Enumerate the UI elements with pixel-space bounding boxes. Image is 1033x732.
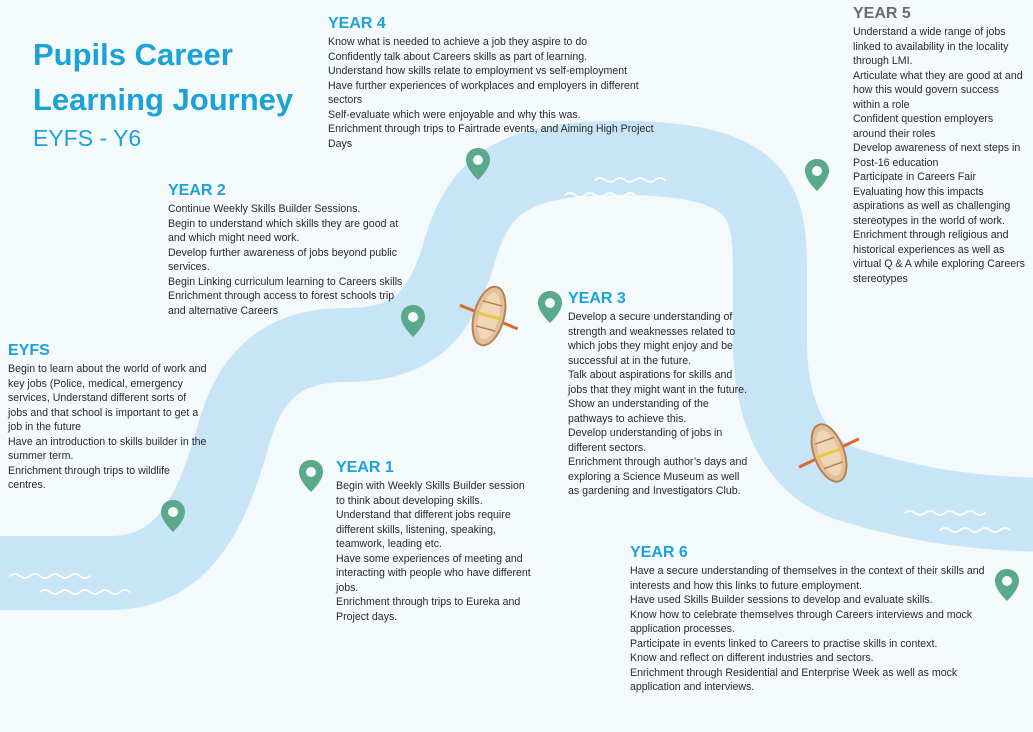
stage-year-1: YEAR 1 Begin with Weekly Skills Builder … — [336, 459, 532, 624]
stage-year-6: YEAR 6 Have a secure understanding of th… — [630, 544, 1000, 695]
stage-item: Confident question employers around thei… — [853, 113, 994, 140]
rowing-boat-icon — [798, 423, 860, 483]
map-pin-icon — [299, 460, 323, 492]
stage-item: Know how to celebrate themselves through… — [630, 608, 973, 636]
stage-title: EYFS — [8, 342, 50, 359]
stage-list: Begin to learn about the world of work a… — [8, 362, 208, 493]
map-pin-icon — [805, 159, 829, 191]
stage-item: Enrichment through Residential and Enter… — [630, 666, 958, 694]
stage-item: Develop further awareness of jobs beyond… — [168, 246, 398, 274]
stage-year-2: YEAR 2 Continue Weekly Skills Builder Se… — [168, 182, 408, 318]
stage-item: Confidently talk about Careers skills as… — [328, 50, 588, 63]
page-title: Pupils Career Learning Journey — [33, 32, 293, 122]
stage-item: Participate in Careers Fair — [853, 171, 977, 183]
stage-item: Have further experiences of workplaces a… — [328, 79, 639, 107]
stage-list: Develop a secure understanding of streng… — [568, 310, 753, 499]
wave — [594, 177, 666, 183]
stage-item: Evaluating how this impacts aspirations … — [853, 185, 1011, 227]
wave — [564, 192, 636, 198]
map-pin-icon — [538, 291, 562, 323]
stage-item: Develop awareness of next steps in Post-… — [853, 142, 1021, 169]
stage-list: Know what is needed to achieve a job the… — [328, 35, 663, 151]
stage-eyfs: EYFS Begin to learn about the world of w… — [8, 342, 208, 493]
stage-item: Develop a secure understanding of streng… — [568, 311, 736, 367]
wave — [39, 589, 131, 595]
stage-list: Have a secure understanding of themselve… — [630, 564, 1000, 695]
stage-item: Enrichment through trips to Eureka and P… — [336, 596, 521, 623]
stage-list: Understand a wide range of jobs linked t… — [853, 25, 1025, 286]
stage-item: Talk about aspirations for skills and jo… — [568, 369, 748, 396]
wave — [904, 510, 986, 516]
stage-item: Show an understanding of the pathways to… — [568, 398, 709, 425]
stage-item: Participate in events linked to Careers … — [630, 637, 938, 650]
stage-title: YEAR 1 — [336, 459, 394, 476]
stage-item: Have some experiences of meeting and int… — [336, 552, 531, 594]
wave — [9, 573, 91, 579]
map-pin-icon — [466, 148, 490, 180]
map-pin-icon — [995, 569, 1019, 601]
stage-year-5: YEAR 5 Understand a wide range of jobs l… — [853, 5, 1025, 286]
stage-list: Begin with Weekly Skills Builder session… — [336, 479, 532, 624]
stage-item: Enrichment through access to forest scho… — [168, 290, 395, 317]
stage-item: Begin with Weekly Skills Builder session… — [336, 480, 525, 507]
stage-item: Understand a wide range of jobs linked t… — [853, 26, 1009, 67]
wave — [939, 527, 1011, 533]
stage-title: YEAR 3 — [568, 290, 626, 307]
stage-item: Begin Linking curriculum learning to Car… — [168, 275, 403, 288]
stage-item: Enrichment through trips to wildlife cen… — [8, 464, 170, 492]
stage-item: Have used Skills Builder sessions to dev… — [630, 594, 933, 606]
page-subtitle: EYFS - Y6 — [33, 125, 142, 151]
title-line-2: Learning Journey — [33, 82, 294, 117]
rowing-boat-icon — [459, 285, 519, 347]
stage-item: Begin to learn about the world of work a… — [8, 363, 207, 433]
stage-year-4: YEAR 4 Know what is needed to achieve a … — [328, 15, 663, 151]
stage-item: Know what is needed to achieve a job the… — [328, 36, 588, 48]
stage-item: Understand that different jobs require d… — [336, 509, 511, 550]
stage-title: YEAR 4 — [328, 15, 386, 32]
map-pin-icon — [161, 500, 185, 532]
stage-item: Articulate what they are good at and how… — [853, 69, 1023, 111]
stage-item: Continue Weekly Skills Builder Sessions. — [168, 203, 361, 215]
stage-item: Enrichment through author’s days and exp… — [568, 456, 748, 497]
stage-item: Understand how skills relate to employme… — [328, 65, 628, 77]
stage-title: YEAR 2 — [168, 182, 226, 199]
stage-item: Self-evaluate which were enjoyable and w… — [328, 108, 581, 121]
stage-item: Enrichment through trips to Fairtrade ev… — [328, 123, 654, 150]
stage-item: Begin to understand which skills they ar… — [168, 217, 399, 245]
map-pin-icon — [401, 305, 425, 337]
stage-title: YEAR 5 — [853, 5, 911, 22]
title-line-1: Pupils Career — [33, 37, 233, 72]
stage-year-3: YEAR 3 Develop a secure understanding of… — [568, 290, 753, 499]
stage-item: Have an introduction to skills builder i… — [8, 435, 207, 463]
stage-item: Have a secure understanding of themselve… — [630, 565, 985, 592]
stage-item: Develop understanding of jobs in differe… — [568, 427, 723, 454]
stage-item: Enrichment through religious and histori… — [853, 229, 1025, 285]
stage-title: YEAR 6 — [630, 544, 688, 561]
stage-list: Continue Weekly Skills Builder Sessions.… — [168, 202, 408, 318]
stage-item: Know and reflect on different industries… — [630, 652, 874, 664]
